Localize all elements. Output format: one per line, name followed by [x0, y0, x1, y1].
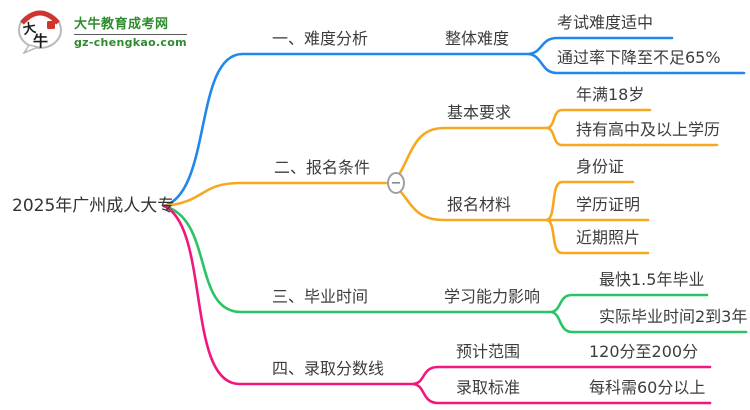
node-fastest-1-5-years[interactable]: 最快1.5年毕业: [599, 270, 705, 289]
logo-divider: [74, 34, 187, 35]
node-registration-conditions[interactable]: 二、报名条件: [274, 158, 371, 177]
logo-bubble-icon: 大 牛: [18, 10, 62, 54]
logo-title: 大牛教育成考网: [74, 17, 169, 32]
branch-line-graduation: [162, 204, 748, 334]
node-basic-requirements[interactable]: 基本要求: [447, 103, 512, 122]
node-highschool-or-above[interactable]: 持有高中及以上学历: [576, 120, 721, 139]
branch-line-admission: [162, 204, 712, 405]
svg-text:牛: 牛: [33, 32, 48, 50]
node-learning-ability-impact[interactable]: 学习能力影响: [444, 287, 541, 306]
node-60-per-subject[interactable]: 每科需60分以上: [589, 378, 706, 397]
node-admission-score-line[interactable]: 四、录取分数线: [272, 359, 385, 378]
site-logo: 大 牛 大牛教育成考网 gz-chengkao.com: [16, 8, 187, 54]
logo-domain: gz-chengkao.com: [74, 36, 187, 49]
node-overall-difficulty[interactable]: 整体难度: [445, 29, 510, 48]
node-expected-range[interactable]: 预计范围: [456, 342, 521, 361]
node-root[interactable]: 2025年广州成人大专: [12, 196, 175, 216]
minus-icon: −: [390, 175, 402, 191]
branch-line-difficulty: [162, 36, 746, 208]
node-education-certificate[interactable]: 学历证明: [576, 195, 641, 214]
node-admission-standard[interactable]: 录取标准: [456, 378, 521, 397]
node-registration-materials[interactable]: 报名材料: [447, 195, 512, 214]
node-age-18[interactable]: 年满18岁: [576, 85, 645, 104]
node-120-to-200[interactable]: 120分至200分: [589, 342, 699, 361]
svg-text:大: 大: [22, 20, 38, 38]
collapse-button[interactable]: −: [387, 172, 405, 194]
node-recent-photo[interactable]: 近期照片: [576, 228, 641, 247]
node-exam-difficulty-moderate[interactable]: 考试难度适中: [557, 13, 654, 32]
branch-line-registration: [162, 108, 719, 255]
node-actual-2-3-years[interactable]: 实际毕业时间2到3年: [599, 307, 748, 326]
node-graduation-time[interactable]: 三、毕业时间: [272, 287, 369, 306]
node-id-card[interactable]: 身份证: [576, 157, 625, 176]
node-pass-rate-below-65[interactable]: 通过率下降至不足65%: [557, 48, 721, 67]
node-difficulty-analysis[interactable]: 一、难度分析: [272, 29, 369, 48]
